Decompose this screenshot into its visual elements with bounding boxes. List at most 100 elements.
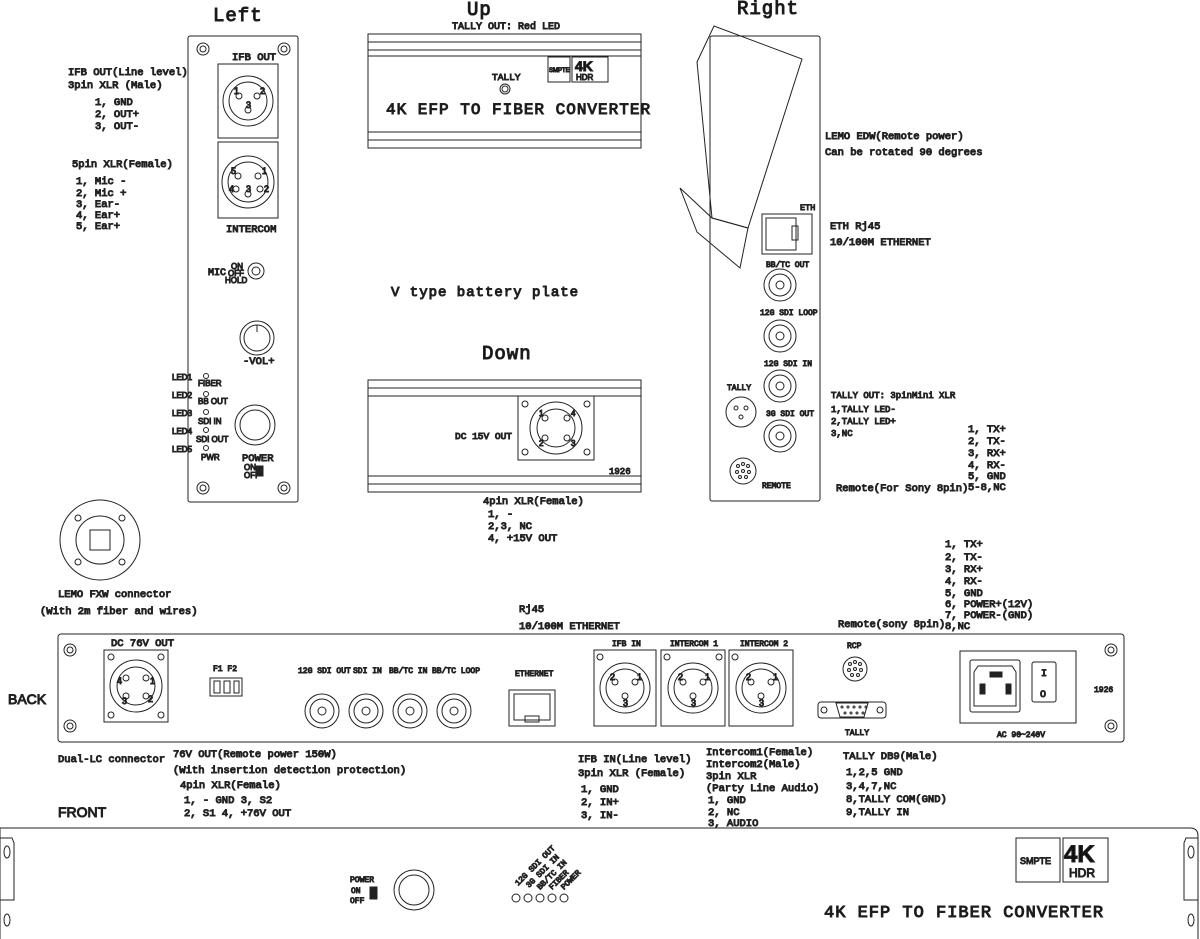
- note-dual-lc: Dual-LC connector: [58, 754, 165, 766]
- led-indicator: [203, 409, 209, 415]
- back-bbtc-in-label: BB/TC IN: [389, 667, 428, 676]
- note-rcp-pin: 1, TX+: [945, 539, 983, 551]
- note-back-rj45: Rj45: [519, 604, 544, 616]
- front-panel: POWER ON OFF 12G SDI OUT 3G SDI IN BB/TC…: [0, 827, 1199, 939]
- right-sdi12-in-bnc[interactable]: [763, 369, 797, 403]
- back-dc76-frame: [103, 649, 169, 723]
- note-intercom-type: 3pin XLR: [706, 771, 757, 783]
- mic-switch[interactable]: [247, 262, 265, 280]
- led-name: BB OUT: [198, 397, 228, 406]
- power-button[interactable]: [234, 404, 276, 446]
- pin-label: 5: [231, 166, 236, 176]
- back-ac-label: AC 90~240V: [997, 731, 1045, 740]
- back-ac-inlet[interactable]: [969, 659, 1021, 713]
- right-remote-8pin-connector[interactable]: [729, 457, 757, 485]
- right-bbtc-bnc[interactable]: [763, 268, 797, 302]
- back-dc76-label: DC 76V OUT: [111, 638, 174, 650]
- note-eth-rj45: ETH Rj45: [830, 221, 880, 233]
- mic-hold-label: HOLD: [225, 276, 247, 285]
- front-power-button[interactable]: [393, 869, 435, 911]
- pin-label: 4: [229, 184, 234, 194]
- back-sdi-in-label: SDI IN: [353, 667, 382, 676]
- back-sdi-in-bnc[interactable]: [348, 693, 384, 729]
- volume-knob[interactable]: [239, 320, 275, 356]
- front-off-label: OFF: [350, 897, 365, 906]
- right-tally-mini-xlr[interactable]: [725, 396, 757, 428]
- note-xlr5-pin: 5, Ear+: [76, 221, 120, 233]
- lemo-fxw-connector: LEMO FXW connector (With 2m fiber and wi…: [40, 499, 198, 619]
- pin-label: 3: [623, 698, 628, 708]
- down-model-number: 1926: [609, 467, 631, 477]
- note-rcp-pin: 3, RX+: [945, 564, 983, 576]
- back-ethernet-port[interactable]: [508, 689, 556, 727]
- note-remote-pin: 3, RX+: [968, 448, 1006, 460]
- pin-label: 3: [691, 698, 696, 708]
- led-name: SDI IN: [198, 417, 222, 426]
- note-eth-speed: 10/100M ETHERNET: [830, 237, 931, 249]
- view-up-heading: Up: [467, 0, 492, 21]
- note-remote-title: Remote(For Sony 8pin): [836, 483, 968, 495]
- pin-label: 2: [746, 672, 751, 682]
- right-bbtc-label: BB/TC OUT: [766, 261, 809, 270]
- right-panel: ETH BB/TC OUT 12G SDI LOOP 12G SDI IN TA…: [679, 25, 821, 502]
- note-tally-pin: 3,NC: [831, 429, 853, 439]
- back-intercom1-xlr[interactable]: [667, 662, 719, 714]
- logo-4k-text: 4K: [1064, 841, 1095, 868]
- right-sdi12-loop-bnc[interactable]: [763, 319, 797, 353]
- led-indicator: [203, 427, 209, 433]
- down-dc15v-xlr-connector[interactable]: [529, 401, 583, 455]
- note-party-line: (Party Line Audio): [706, 783, 819, 795]
- ifb-out-xlr-connector[interactable]: [222, 75, 274, 127]
- back-power-rocker-switch[interactable]: [1031, 661, 1057, 703]
- note-lemo-rotate: Can be rotated 90 degrees: [825, 147, 983, 159]
- pin-label: 1: [262, 166, 267, 176]
- back-fuse-holder[interactable]: [209, 677, 243, 697]
- right-ethernet-port[interactable]: [761, 213, 813, 255]
- back-intercom2-label: INTERCOM 2: [740, 640, 788, 649]
- back-sdi12-out-bnc[interactable]: [304, 693, 340, 729]
- mic-off-label: OFF: [228, 269, 244, 278]
- note-ifb-pin: 1, GND: [95, 97, 133, 109]
- pin-label: 2: [539, 439, 544, 448]
- back-bbtc-in-bnc[interactable]: [392, 693, 428, 729]
- right-sdi12-loop-label: 12G SDI LOOP: [760, 309, 818, 318]
- back-rcp-8pin-connector[interactable]: [842, 656, 868, 682]
- note-tally-db9-pin: 9,TALLY IN: [846, 807, 909, 819]
- power-off-label: OFF: [244, 471, 260, 480]
- right-eth-label: ETH: [800, 203, 815, 213]
- pin-label: 2: [264, 184, 269, 194]
- front-on-label: ON: [351, 887, 361, 896]
- note-tally-db9-title: TALLY DB9(Male): [843, 751, 938, 763]
- led-name: FIBER: [198, 379, 222, 388]
- back-tally-db9-connector[interactable]: [817, 701, 887, 719]
- led-label: LED4: [172, 427, 193, 436]
- back-dc76-xlr-connector[interactable]: [109, 659, 163, 713]
- left-panel: IFB OUT 1 2 3 5 1 4 3 2 INTERCOM MIC ON …: [172, 35, 299, 503]
- back-ifb-in-xlr[interactable]: [599, 662, 651, 714]
- note-xlr5-pin: 4, Ear+: [76, 210, 120, 222]
- back-intercom2-xlr[interactable]: [735, 662, 787, 714]
- pin-label: 1: [637, 672, 642, 682]
- up-product-title: 4K EFP TO FIBER CONVERTER: [386, 101, 651, 119]
- smpte-4k-hdr-logo: SMPTE 4K HDR: [547, 56, 609, 83]
- lemo-edw-connector: [696, 25, 803, 229]
- back-tally-label: TALLY: [845, 729, 869, 738]
- switch-on-mark: I: [1041, 669, 1047, 680]
- back-intercom1-frame: [660, 649, 726, 727]
- view-back-heading: BACK: [8, 691, 47, 707]
- right-sdi3-out-bnc[interactable]: [763, 419, 797, 453]
- front-product-title: 4K EFP TO FIBER CONVERTER: [824, 904, 1104, 923]
- right-sdi12-in-label: 12G SDI IN: [764, 360, 812, 369]
- intercom-xlr5-connector[interactable]: [221, 155, 275, 209]
- left-notes: IFB OUT(Line level) 3pin XLR (Male) 1, G…: [68, 67, 189, 234]
- power-label: POWER: [242, 453, 274, 465]
- back-ifb-in-label: IFB IN: [612, 640, 641, 649]
- screw-icon: [1104, 643, 1118, 657]
- note-xlr5-pin: 2, Mic +: [76, 188, 126, 200]
- note-back-xlr4-pins: 1, - GND 3, S2: [184, 795, 272, 807]
- back-bbtc-loop-bnc[interactable]: [436, 693, 472, 729]
- note-tally-db9-pin: 8,TALLY COM(GND): [846, 794, 947, 806]
- logo-hdr-text: HDR: [1069, 866, 1095, 880]
- front-led-indicator: [523, 893, 533, 903]
